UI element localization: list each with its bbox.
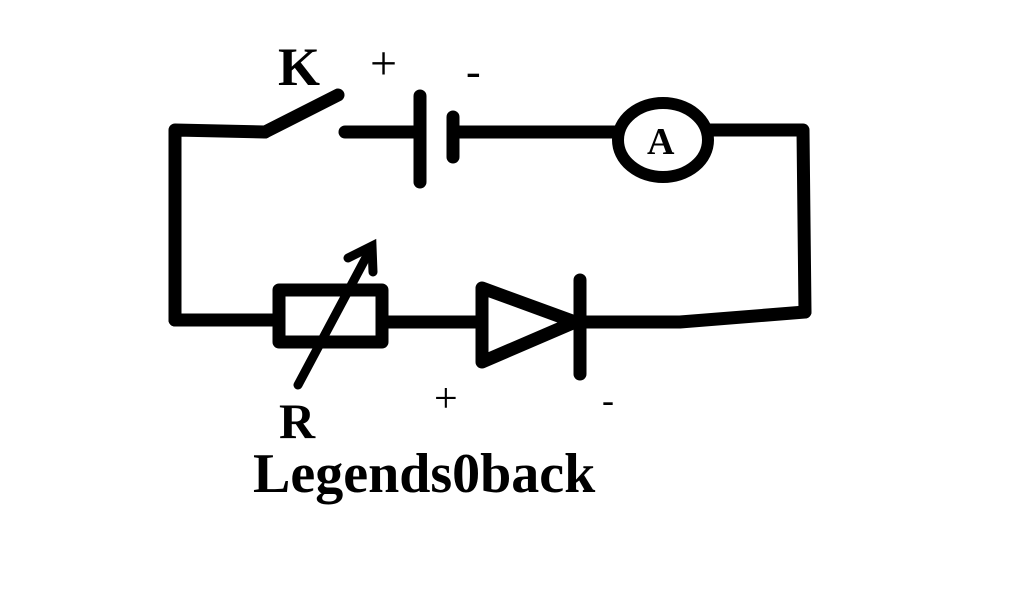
rheostat-label: R: [279, 393, 316, 449]
rheostat-arrow-icon: [293, 238, 378, 390]
ammeter-label: A: [647, 121, 675, 163]
battery-plus-label: +: [370, 37, 398, 90]
wire-bottom-right: [573, 305, 812, 329]
diode-minus-label: -: [602, 380, 614, 420]
diode-triangle: [475, 281, 582, 369]
diode-plus-label: +: [434, 376, 458, 422]
diagram-caption: Legends0back: [253, 443, 596, 505]
switch-label: K: [278, 37, 321, 97]
wire-left: [168, 123, 272, 327]
switch-k-blade: [258, 88, 345, 139]
battery-minus-label: -: [466, 47, 481, 96]
ammeter-circle: [612, 97, 714, 183]
wire-ammeter-right: [701, 123, 812, 319]
